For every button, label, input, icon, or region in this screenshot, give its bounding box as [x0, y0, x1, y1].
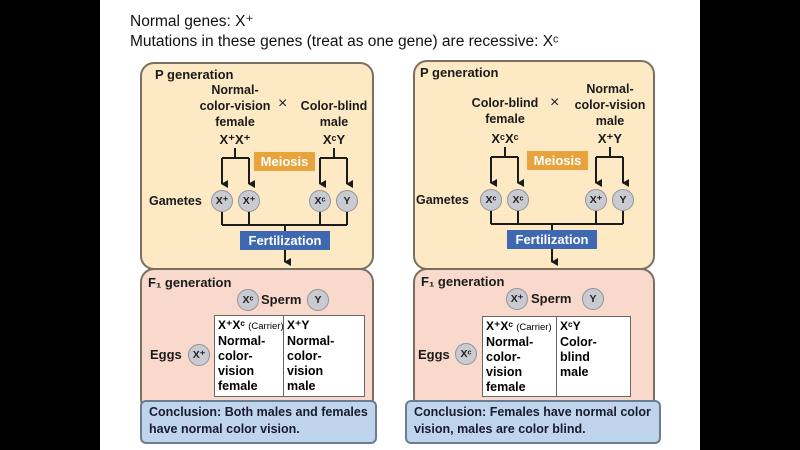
cell-phenotype: Normal- color- vision female [486, 335, 534, 394]
male-label: Color-blind male [300, 99, 368, 129]
conclusion-text: Both males and females have normal color… [149, 405, 368, 436]
cross-symbol: × [278, 95, 288, 112]
f1-generation-title: F₁ generation [421, 274, 505, 289]
conclusion-label: Conclusion: [414, 405, 487, 419]
gamete-circle: X⁺ [211, 190, 233, 212]
gametes-label: Gametes [149, 194, 202, 208]
fertilization-label: Fertilization [507, 230, 597, 249]
cell-phenotype: Normal- color- vision male [287, 334, 335, 393]
punnett-cell: X⁺Xᶜ (Carrier) Normal- color- vision fem… [215, 316, 284, 396]
sperm-label: Sperm [531, 291, 572, 306]
conclusion-text: Females have normal color vision, males … [414, 405, 651, 436]
gamete-circle: X⁺ [585, 189, 607, 211]
eggs-label: Eggs [418, 347, 450, 362]
cell-genotype: X⁺Xᶜ [218, 318, 245, 332]
egg-circle: Xᶜ [455, 343, 477, 365]
sperm-circle: Y [307, 289, 329, 311]
conclusion-box: Conclusion: Both males and females have … [140, 400, 377, 444]
gamete-circle: Xᶜ [507, 189, 529, 211]
punnett-cell: X⁺Y Normal- color- vision male [284, 316, 364, 396]
female-genotype: XᶜXᶜ [491, 131, 519, 146]
cross-symbol: × [550, 94, 560, 111]
gamete-circle: Xᶜ [480, 189, 502, 211]
header-line-2: Mutations in these genes (treat as one g… [130, 33, 559, 50]
cell-genotype: X⁺Xᶜ [486, 319, 513, 333]
conclusion-box: Conclusion: Females have normal color vi… [405, 400, 661, 444]
male-label: Normal- color-vision male [574, 82, 646, 128]
fertilization-label: Fertilization [240, 231, 330, 250]
sperm-circle: X⁺ [506, 288, 528, 310]
punnett-square: X⁺Xᶜ (Carrier) Normal- color- vision fem… [214, 315, 365, 397]
cell-genotype: XᶜY [560, 319, 581, 333]
p-generation-title: P generation [155, 67, 234, 82]
gamete-circle: X⁺ [238, 190, 260, 212]
gamete-circle: Y [612, 189, 634, 211]
sperm-label: Sperm [261, 292, 302, 307]
header-line-1: Normal genes: X⁺ [130, 13, 254, 30]
eggs-label: Eggs [150, 347, 182, 362]
male-genotype: XᶜY [322, 132, 346, 147]
meiosis-label: Meiosis [527, 151, 588, 170]
sperm-circle: Y [582, 288, 604, 310]
meiosis-branch-female-left [222, 148, 249, 159]
cell-phenotype: Normal- color- vision female [218, 334, 266, 393]
meiosis-label: Meiosis [254, 152, 315, 171]
cell-note: (Carrier) [248, 321, 284, 332]
male-genotype: X⁺Y [597, 131, 623, 146]
female-genotype: X⁺X⁺ [219, 132, 251, 147]
punnett-cell: X⁺Xᶜ (Carrier) Normal- color- vision fem… [483, 317, 557, 396]
female-label: Color-blind female [471, 96, 539, 126]
f1-generation-title: F₁ generation [148, 275, 232, 290]
p-generation-title: P generation [420, 65, 499, 80]
punnett-cell: XᶜY Color- blind male [557, 317, 630, 396]
gamete-circle: Y [336, 190, 358, 212]
punnett-square: X⁺Xᶜ (Carrier) Normal- color- vision fem… [482, 316, 631, 397]
egg-circle: X⁺ [188, 344, 210, 366]
gamete-circle: Xᶜ [309, 190, 331, 212]
conclusion-label: Conclusion: [149, 405, 222, 419]
cell-phenotype: Color- blind male [560, 335, 597, 379]
female-label: Normal- color-vision female [199, 83, 271, 129]
cell-genotype: X⁺Y [287, 318, 310, 332]
cell-note: (Carrier) [516, 322, 552, 333]
gametes-label: Gametes [416, 193, 469, 207]
sperm-circle: Xᶜ [237, 289, 259, 311]
